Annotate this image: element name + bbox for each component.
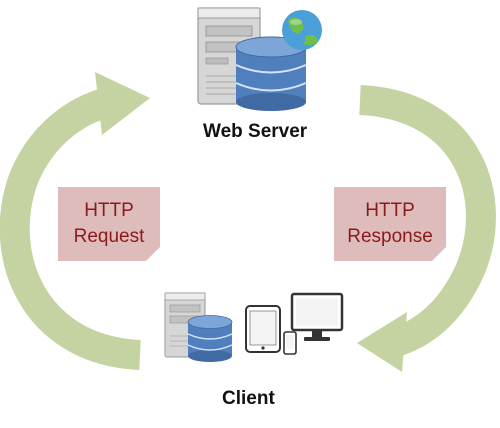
response-line-1: HTTP bbox=[365, 200, 415, 221]
tablet-icon bbox=[245, 305, 281, 353]
client-label: Client bbox=[222, 388, 275, 409]
globe-icon bbox=[282, 10, 322, 50]
phone-icon bbox=[283, 331, 297, 355]
request-arrow bbox=[0, 72, 150, 370]
client-icon bbox=[164, 292, 344, 362]
http-request-label: HTTP Request bbox=[58, 187, 160, 261]
response-line-2: Response bbox=[347, 226, 433, 247]
response-arrow bbox=[357, 85, 496, 372]
request-line-2: Request bbox=[73, 226, 145, 247]
web-server-label: Web Server bbox=[203, 121, 308, 142]
request-line-1: HTTP bbox=[84, 200, 134, 221]
label-background bbox=[334, 187, 446, 261]
monitor-icon bbox=[290, 292, 344, 341]
database-icon bbox=[235, 36, 307, 111]
web-server-icon bbox=[197, 7, 322, 111]
label-background bbox=[58, 187, 160, 261]
http-response-label: HTTP Response bbox=[334, 187, 446, 261]
database-icon bbox=[187, 315, 233, 362]
